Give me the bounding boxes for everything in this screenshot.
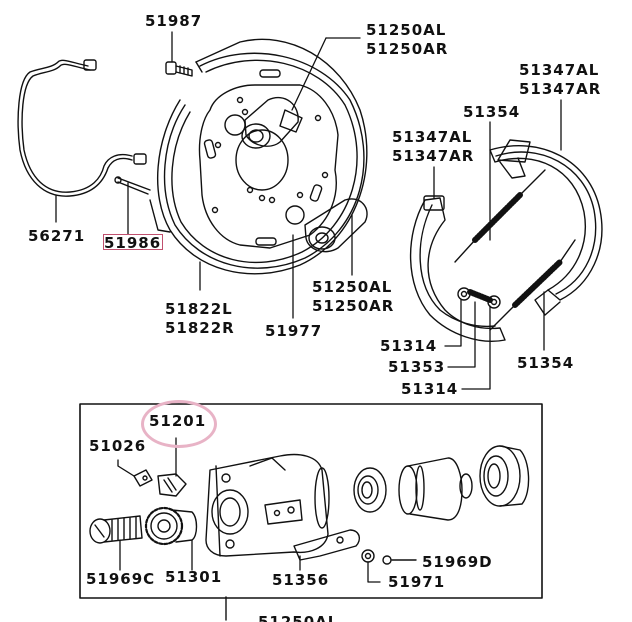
part-number-right: 51822R [165, 319, 235, 337]
part-label-51026[interactable]: 51026 [89, 437, 146, 456]
part-number: 51969C [86, 570, 156, 588]
part-label-51354-top[interactable]: 51354 [463, 103, 520, 122]
part-label-51969D[interactable]: 51969D [422, 553, 493, 572]
part-number-right: 51250AR [312, 297, 395, 315]
backing-plate-51822 [150, 39, 367, 273]
part-label-51354-bottom[interactable]: 51354 [517, 354, 574, 373]
boot-right [480, 446, 529, 506]
part-label-51347A-left[interactable]: 51347AL 51347AR [392, 128, 474, 166]
lever-51356 [294, 530, 359, 560]
part-label-51347A-top-right[interactable]: 51347AL 51347AR [519, 61, 601, 99]
part-number-right: 51347AR [392, 147, 475, 165]
part-number: 51201 [149, 412, 207, 430]
part-label-51971[interactable]: 51971 [388, 573, 445, 592]
part-number: 51356 [272, 571, 330, 589]
part-number-left: 51822L [165, 300, 233, 318]
part-number-left: 51347AL [392, 128, 473, 146]
bleeder-screw-51201 [158, 474, 186, 496]
cup-seal-left [354, 468, 386, 512]
adjuster-spring-51353 [458, 288, 500, 308]
clip-51986 [115, 177, 150, 194]
part-number: 51977 [265, 322, 323, 340]
adjuster-wheel-51301 [146, 508, 197, 544]
bleeder-cap-51026 [134, 470, 152, 486]
washer-51971 [362, 550, 374, 562]
part-label-51353[interactable]: 51353 [388, 358, 445, 377]
wheel-cylinder-upper [242, 98, 302, 148]
part-label-56271[interactable]: 56271 [28, 227, 85, 246]
part-number: 51250AL [258, 613, 339, 622]
part-number-right: 51347AR [519, 80, 602, 98]
return-spring-lower [490, 240, 575, 330]
bolt-51987 [166, 62, 192, 76]
screw-51969D [383, 556, 416, 564]
part-label-51201[interactable]: 51201 [149, 412, 206, 431]
part-number-left: 51347AL [519, 61, 600, 79]
part-label-51356[interactable]: 51356 [272, 571, 329, 590]
part-number: 51026 [89, 437, 147, 455]
part-number: 51314 [401, 380, 459, 398]
leader-lines [56, 32, 561, 389]
part-label-51314-a[interactable]: 51314 [380, 337, 437, 356]
part-number: 51986 [104, 234, 162, 252]
part-number: 51354 [463, 103, 521, 121]
wheel-cylinder-body [206, 455, 329, 556]
part-number: 51971 [388, 573, 446, 591]
part-number: 51301 [165, 568, 223, 586]
part-label-51822[interactable]: 51822L 51822R [165, 300, 235, 338]
part-label-51987[interactable]: 51987 [145, 12, 202, 31]
part-label-51986[interactable]: 51986 [104, 234, 161, 253]
brake-shoe-left [411, 196, 505, 341]
inset-leader-lines [118, 438, 380, 582]
part-label-51969C[interactable]: 51969C [86, 570, 155, 589]
highlight-box-51986 [103, 234, 163, 250]
part-number-left: 51250AL [312, 278, 393, 296]
part-number: 56271 [28, 227, 86, 245]
brake-line-56271 [18, 60, 146, 196]
part-label-51250A-bottom[interactable]: 51250AL 51250AR [312, 278, 394, 316]
part-number: 51314 [380, 337, 438, 355]
part-number-right: 51250AR [366, 40, 449, 58]
brake-shoe-right [490, 140, 602, 315]
part-label-51250AL-cut[interactable]: 51250AL [258, 613, 338, 622]
part-label-51301[interactable]: 51301 [165, 568, 222, 587]
inset-box [80, 404, 542, 620]
part-label-51977[interactable]: 51977 [265, 322, 322, 341]
adjusting-screw-51969C [90, 516, 142, 543]
part-number: 51987 [145, 12, 203, 30]
highlight-circle-51201 [141, 400, 217, 448]
part-label-51314-b[interactable]: 51314 [401, 380, 458, 399]
piston [399, 458, 472, 520]
return-spring-upper [455, 170, 545, 262]
part-label-51250A-top[interactable]: 51250AL 51250AR [366, 21, 448, 59]
part-number: 51353 [388, 358, 446, 376]
part-number-left: 51250AL [366, 21, 447, 39]
part-number: 51354 [517, 354, 575, 372]
part-number: 51969D [422, 553, 493, 571]
